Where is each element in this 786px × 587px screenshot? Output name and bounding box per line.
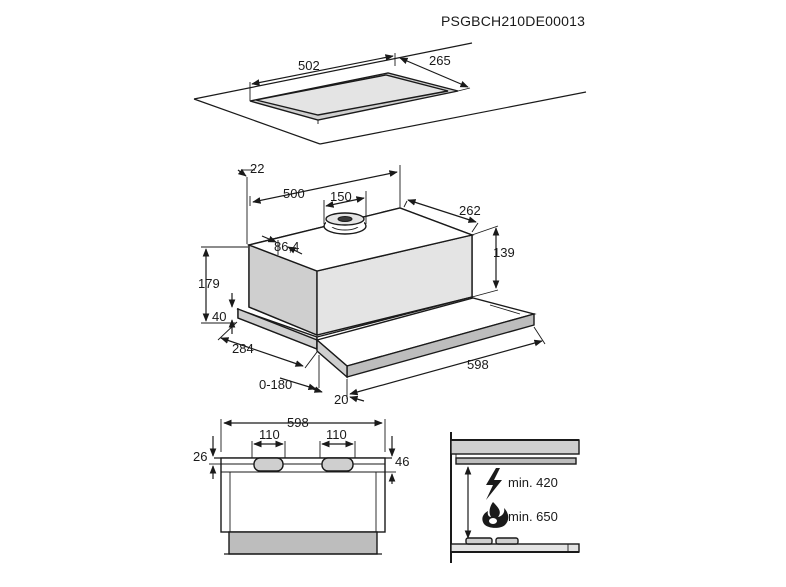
electric-clearance-label: min. 420 <box>508 475 558 490</box>
cutout-width-label: 502 <box>298 58 320 73</box>
outlet-right-label: 110 <box>326 427 347 442</box>
top-offset-label: 22 <box>250 161 264 176</box>
body-width-label: 500 <box>283 186 305 201</box>
panel-height-label: 40 <box>212 309 226 324</box>
front-width-label: 598 <box>467 357 489 372</box>
outlet-width-label: 150 <box>330 189 352 204</box>
outlet-offset-label: 86,4 <box>274 239 299 254</box>
product-code: PSGBCH210DE00013 <box>441 13 585 29</box>
outlet-left-label: 110 <box>259 427 280 442</box>
front-total-width-label: 598 <box>287 415 309 430</box>
front-offset-label: 20 <box>334 392 348 407</box>
flame-icon <box>482 502 509 528</box>
hood-3d-view: 22 500 150 262 86,4 139 179 40 <box>198 161 546 407</box>
lightning-icon <box>486 468 502 500</box>
cutout-view: 502 265 <box>193 42 587 145</box>
right-height-label: 46 <box>395 454 409 469</box>
body-depth-label: 262 <box>459 203 481 218</box>
total-height-label: 179 <box>198 276 220 291</box>
gas-clearance-label: min. 650 <box>508 509 558 524</box>
body-height-label: 139 <box>493 245 515 260</box>
left-height-label: 26 <box>193 449 207 464</box>
cutout-depth-label: 265 <box>429 53 451 68</box>
clearance-view: min. 420 min. 650 <box>450 432 580 563</box>
extension-label: 0-180 <box>259 377 292 392</box>
front-view: 598 110 110 26 46 <box>193 415 409 555</box>
depth-label: 284 <box>232 341 254 356</box>
